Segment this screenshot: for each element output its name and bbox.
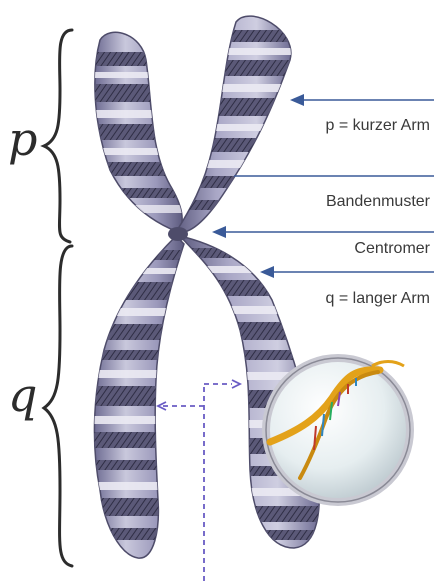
- leader-q-arm: [260, 266, 434, 278]
- q-brace: [44, 246, 72, 566]
- leader-centromere: [212, 226, 434, 238]
- label-p-arm: p = kurzer Arm: [326, 117, 430, 135]
- dna-helix-magnifier-icon: [266, 358, 410, 502]
- dashed-pointer: [162, 384, 232, 581]
- p-brace: [44, 30, 72, 242]
- dashed-arrowhead-right: [232, 380, 240, 388]
- upper-right-chromatid: [160, 16, 320, 232]
- p-arm-letter: p: [8, 112, 37, 166]
- label-q-arm: q = langer Arm: [326, 290, 431, 308]
- lower-left-chromatid: [80, 236, 200, 558]
- q-arm-letter: q: [8, 368, 37, 422]
- label-centromere: Centromer: [354, 240, 430, 258]
- label-band-pattern: Bandenmuster: [326, 193, 430, 211]
- leader-p-arm: [290, 94, 434, 106]
- centromere-knot: [168, 227, 188, 241]
